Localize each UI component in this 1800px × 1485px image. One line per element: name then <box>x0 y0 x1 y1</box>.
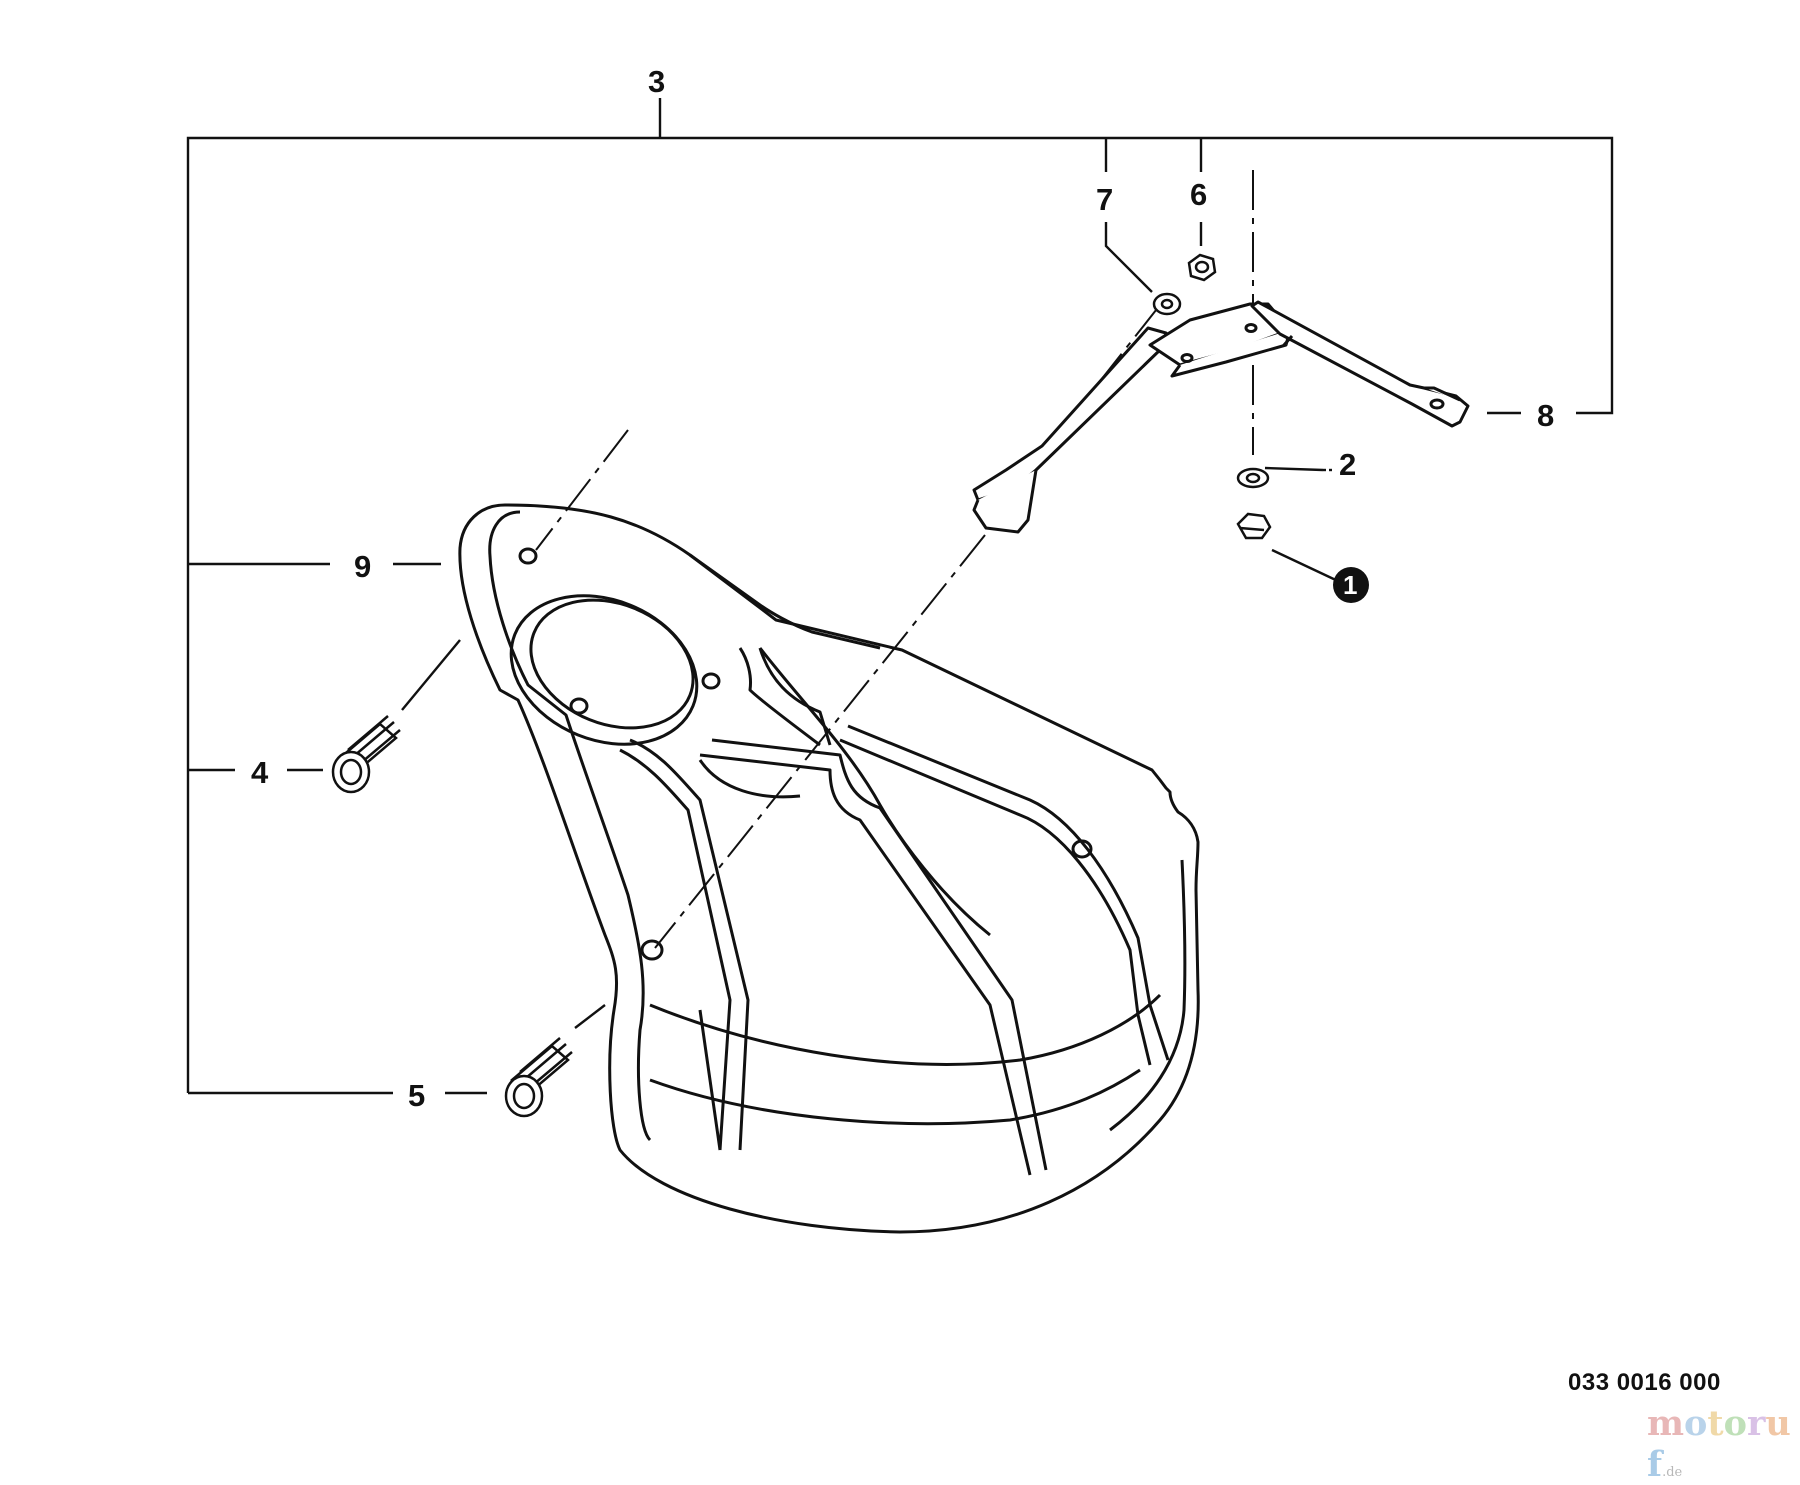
watermark-letter: m <box>1647 1403 1685 1444</box>
callout-5: 5 <box>408 1078 425 1113</box>
screw-5 <box>504 1037 573 1118</box>
watermark-letter: t <box>1707 1403 1724 1444</box>
screw-4 <box>331 715 401 794</box>
callout-7: 7 <box>1096 182 1113 217</box>
exploded-parts-diagram: 3 7 6 8 2 9 4 5 1 <box>186 64 1614 1234</box>
callout-1-badge: 1 <box>1333 567 1369 603</box>
watermark-tld: .de <box>1662 1465 1683 1480</box>
callout-3: 3 <box>648 64 665 99</box>
watermark-letter: r <box>1746 1403 1766 1444</box>
assembly-bracket-lines <box>186 98 1614 1095</box>
blade-guard <box>458 503 1200 1234</box>
watermark-logo: motoru f.de <box>1647 1403 1800 1485</box>
callout-9: 9 <box>354 549 371 584</box>
watermark-letter: f <box>1647 1444 1663 1485</box>
washer-2 <box>1236 467 1270 489</box>
mounting-bracket <box>972 300 1470 534</box>
callout-2: 2 <box>1339 447 1356 482</box>
nut-1 <box>1236 512 1272 540</box>
watermark-letter: o <box>1723 1403 1747 1444</box>
drawing-part-number: 033 0016 000 <box>1568 1369 1721 1396</box>
nut-6 <box>1187 253 1217 282</box>
watermark-letter: u <box>1765 1403 1791 1444</box>
washer-7 <box>1152 292 1182 316</box>
callout-6: 6 <box>1190 177 1207 212</box>
callouts: 3 7 6 8 2 9 4 5 1 <box>251 64 1554 1113</box>
watermark-letter: o <box>1684 1403 1708 1444</box>
callout-8: 8 <box>1537 398 1554 433</box>
callout-1: 1 <box>1343 570 1357 600</box>
callout-4: 4 <box>251 755 269 790</box>
